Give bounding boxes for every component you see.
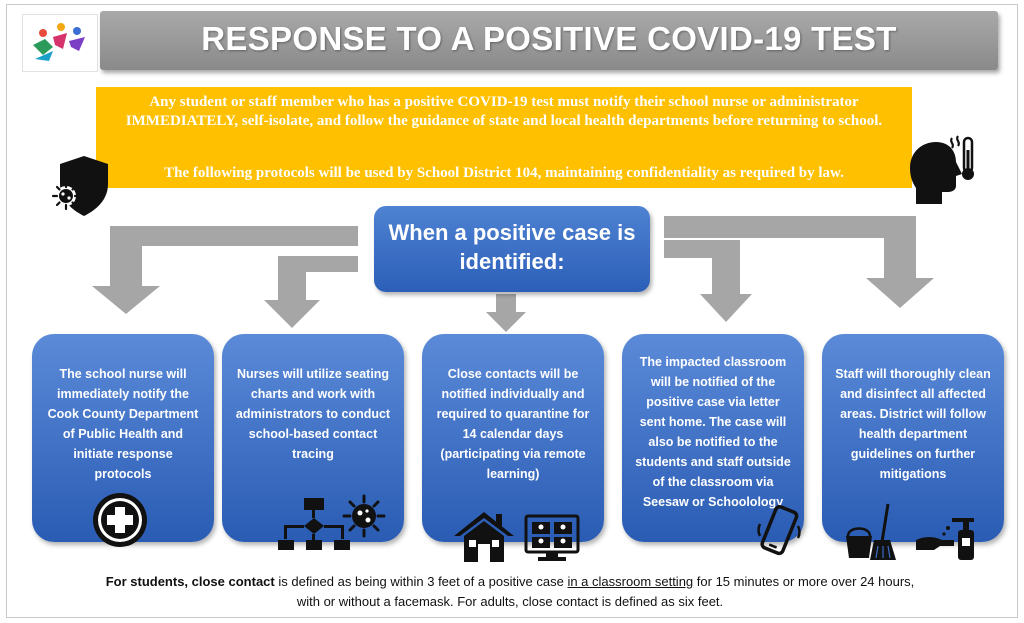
step-text: The school nurse will immediately notify…	[47, 367, 199, 481]
step-text: The impacted classroom will be notified …	[635, 355, 791, 509]
notice-box: Any student or staff member who has a po…	[96, 87, 912, 188]
notice-paragraph-1: Any student or staff member who has a po…	[125, 94, 883, 129]
bucket-broom-icon	[842, 502, 898, 562]
virus-shield-icon	[50, 154, 112, 218]
virus-icon	[342, 494, 386, 538]
house-icon	[452, 510, 516, 564]
arrow-to-step-5	[664, 216, 934, 308]
footer-bold-text: For students, close contact	[105, 574, 275, 589]
arrow-to-step-1	[92, 226, 358, 314]
page-title: RESPONSE TO A POSITIVE COVID-19 TEST	[201, 20, 897, 57]
video-call-icon	[524, 514, 580, 562]
flowchart-icon	[278, 496, 350, 554]
step-text: Nurses will utilize seating charts and w…	[235, 367, 391, 461]
footer-text: is defined as being within 3 feet of a p…	[274, 574, 568, 589]
footer-line-2: with or without a facemask. For adults, …	[296, 594, 724, 609]
close-contact-definition: For students, close contact is defined a…	[40, 572, 980, 612]
center-label: When a positive case is identified:	[388, 220, 636, 274]
step-card-2: Nurses will utilize seating charts and w…	[222, 334, 404, 550]
step-text: Close contacts will be notified individu…	[436, 367, 590, 481]
step-card-1: The school nurse will immediately notify…	[32, 334, 214, 547]
district-logo	[22, 14, 98, 72]
medical-cross-icon	[90, 490, 150, 550]
step-card-4: The impacted classroom will be notified …	[622, 334, 804, 556]
arrow-to-step-4	[664, 240, 752, 322]
arrow-to-step-2	[264, 256, 358, 328]
center-trigger-box: When a positive case is identified:	[374, 206, 650, 292]
footer-underlined-text: in a classroom setting	[567, 574, 694, 589]
title-banner: RESPONSE TO A POSITIVE COVID-19 TEST	[100, 11, 998, 70]
hand-sanitizer-icon	[914, 510, 978, 562]
step-card-3: Close contacts will be notified individu…	[422, 334, 604, 562]
step-text: Staff will thoroughly clean and disinfec…	[835, 367, 991, 481]
phone-icon	[756, 504, 802, 558]
arrow-to-step-3	[486, 294, 526, 332]
footer-text: for 15 minutes or more over 24 hours,	[693, 574, 915, 589]
notice-paragraph-2: The following protocols will be used by …	[164, 165, 844, 181]
fever-head-icon	[902, 134, 978, 206]
footer-line-1: For students, close contact is defined a…	[40, 572, 980, 592]
step-card-5: Staff will thoroughly clean and disinfec…	[822, 334, 1004, 560]
